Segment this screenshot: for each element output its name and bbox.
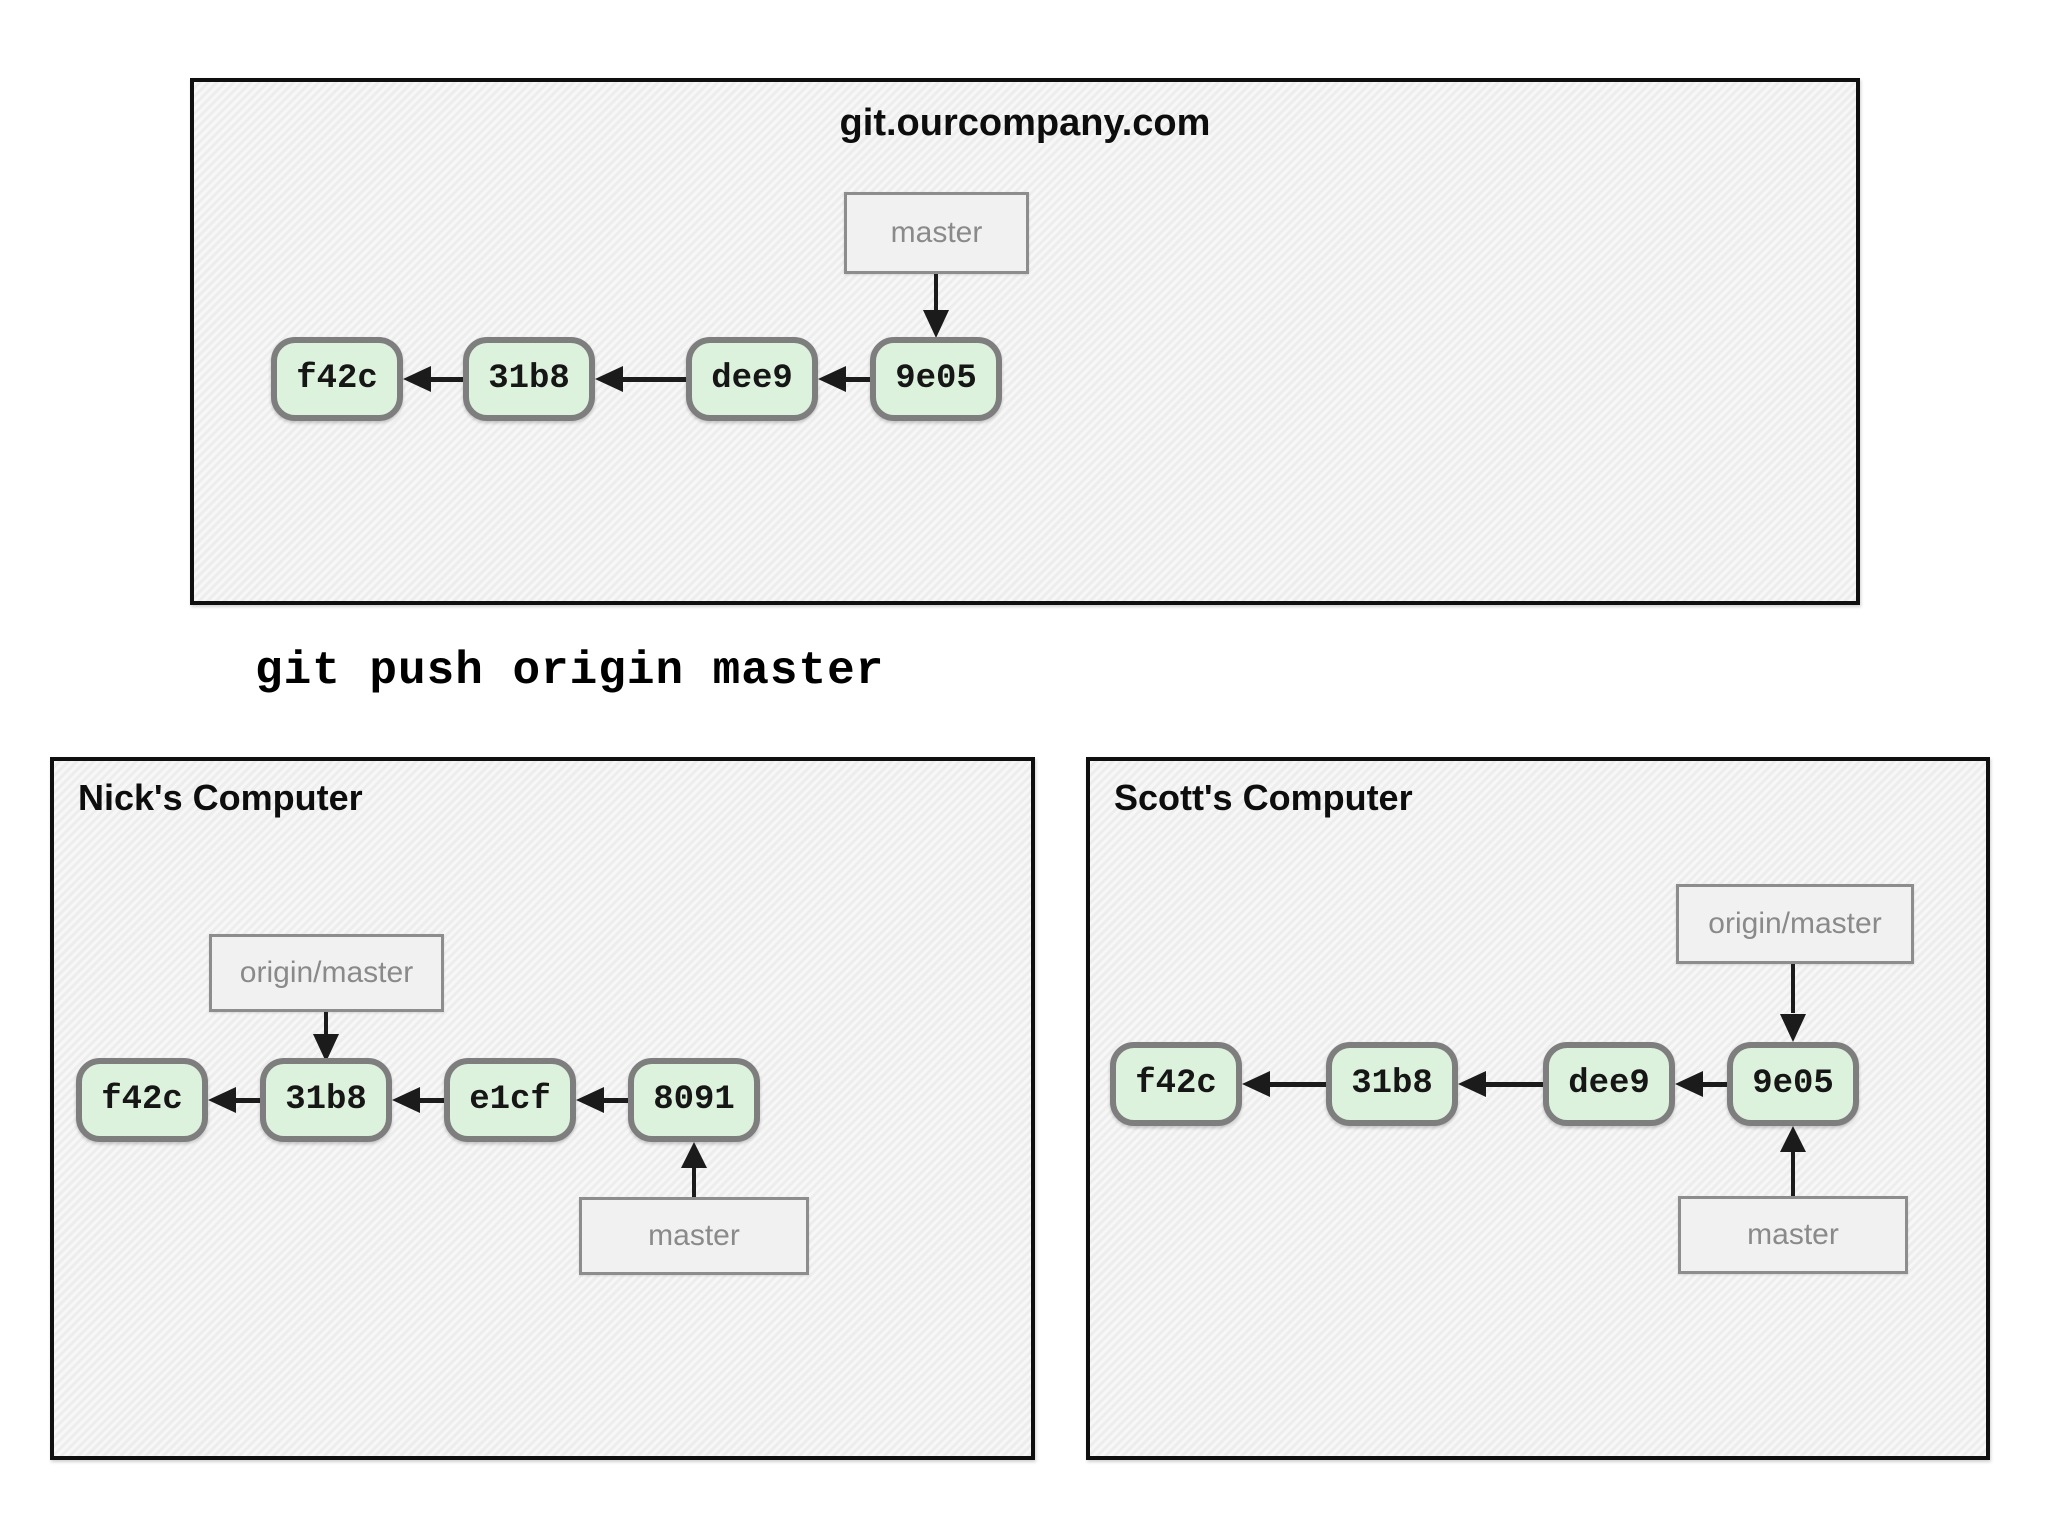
parent-arrow-head	[576, 1087, 604, 1113]
commit-node: 9e05	[870, 337, 1002, 421]
nick-origin-master-label: origin/master	[209, 934, 444, 1012]
parent-arrow-head	[403, 366, 431, 392]
commit-node: dee9	[686, 337, 818, 421]
server-branch-arrow-line	[934, 274, 938, 310]
nick-remote-arrow-line	[324, 1012, 328, 1034]
parent-arrow-line	[1270, 1082, 1326, 1087]
commit-node: f42c	[271, 337, 403, 421]
scott-origin-master-label: origin/master	[1676, 884, 1914, 964]
scott-remote-arrow-head	[1780, 1014, 1806, 1042]
commit-node: 31b8	[260, 1058, 392, 1142]
parent-arrow-line	[236, 1098, 260, 1103]
nick-branch-arrow-line	[692, 1168, 696, 1197]
scott-master-branch-text: master	[1747, 1218, 1839, 1251]
server-master-branch-text: master	[890, 216, 983, 249]
commit-node: dee9	[1543, 1042, 1675, 1126]
scott-master-branch-label: master	[1678, 1196, 1908, 1274]
parent-arrow-line	[1703, 1082, 1727, 1087]
scott-title: Scott's Computer	[1114, 777, 1413, 818]
parent-arrow-head	[392, 1087, 420, 1113]
parent-arrow-line	[420, 1098, 444, 1103]
parent-arrow-line	[623, 377, 686, 382]
parent-arrow-line	[604, 1098, 628, 1103]
parent-arrow-head	[595, 366, 623, 392]
scott-branch-arrow-line	[1791, 1152, 1795, 1196]
server-repository-box: git.ourcompany.com master f42c 31b8 dee9…	[190, 78, 1860, 605]
nick-branch-arrow-head	[681, 1142, 707, 1168]
scott-origin-master-text: origin/master	[1708, 907, 1882, 940]
git-command-text: git push origin master	[255, 645, 885, 697]
scott-repository-box: Scott's Computer origin/master f42c 31b8…	[1086, 757, 1990, 1460]
server-branch-arrow-head	[923, 310, 949, 338]
server-title: git.ourcompany.com	[839, 102, 1211, 144]
nick-origin-master-text: origin/master	[239, 956, 414, 989]
parent-arrow-head	[1675, 1071, 1703, 1097]
commit-node: 9e05	[1727, 1042, 1859, 1126]
nick-master-branch-label: master	[579, 1197, 809, 1275]
parent-arrow-head	[1242, 1071, 1270, 1097]
nick-title: Nick's Computer	[78, 777, 363, 818]
commit-node: f42c	[76, 1058, 208, 1142]
parent-arrow-line	[1486, 1082, 1543, 1087]
scott-branch-arrow-head	[1780, 1126, 1806, 1152]
commit-node: e1cf	[444, 1058, 576, 1142]
nick-repository-box: Nick's Computer origin/master f42c 31b8 …	[50, 757, 1035, 1460]
server-master-branch-label: master	[844, 192, 1029, 274]
commit-node: 31b8	[463, 337, 595, 421]
scott-remote-arrow-line	[1791, 964, 1795, 1013]
commit-node: 8091	[628, 1058, 760, 1142]
nick-remote-arrow-head	[313, 1034, 339, 1062]
parent-arrow-line	[431, 377, 463, 382]
nick-master-branch-text: master	[648, 1219, 740, 1252]
parent-arrow-head	[818, 366, 846, 392]
parent-arrow-head	[208, 1087, 236, 1113]
commit-node: 31b8	[1326, 1042, 1458, 1126]
commit-node: f42c	[1110, 1042, 1242, 1126]
parent-arrow-line	[846, 377, 870, 382]
parent-arrow-head	[1458, 1071, 1486, 1097]
